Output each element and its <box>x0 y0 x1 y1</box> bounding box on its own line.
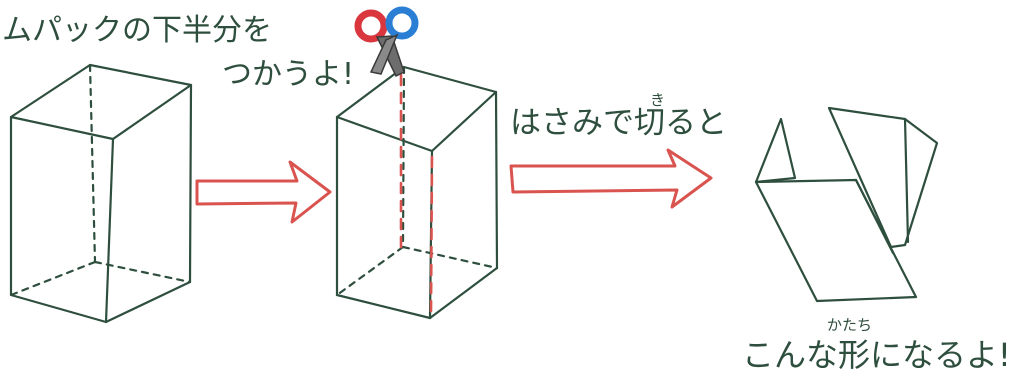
arrow-2 <box>509 148 713 209</box>
caption-cut-ruby: き <box>650 91 665 109</box>
box-2 <box>335 65 499 320</box>
opened-shape <box>754 106 939 303</box>
caption-result: こんな形になるよ! <box>742 336 1011 374</box>
caption-top-line2: つかうよ! <box>222 57 354 92</box>
box-1 <box>9 63 193 324</box>
caption-result-ruby: かたち <box>827 316 872 334</box>
arrow-1 <box>195 160 332 224</box>
scissors-icon <box>354 6 419 78</box>
caption-top-line1: ムパックの下半分を <box>2 13 272 48</box>
caption-cut: はさみで切ると <box>510 105 727 141</box>
cut-lines <box>399 73 434 314</box>
